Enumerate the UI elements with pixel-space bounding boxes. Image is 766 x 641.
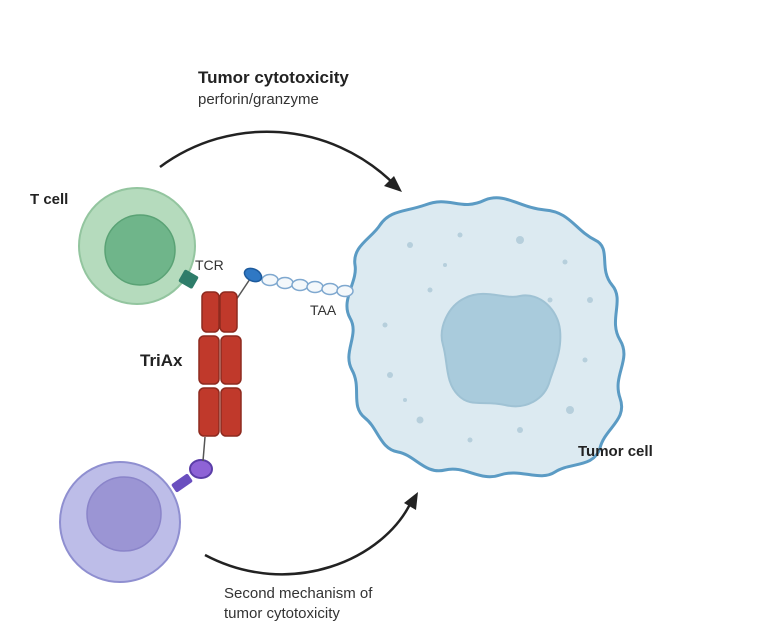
label-t-cell: T cell [30, 191, 69, 208]
label-triax: TriAx [140, 351, 183, 370]
bottom-arrow [204, 499, 414, 576]
second-cell-nucleus [86, 476, 162, 552]
top-arrow-head [384, 176, 402, 192]
label-taa: TAA [310, 302, 337, 318]
triax-antibody [198, 291, 242, 437]
tcr-receptor [178, 269, 199, 289]
taa-chain [261, 273, 354, 298]
tumor-nucleus [440, 293, 562, 408]
antibody-link-bottom [202, 436, 206, 462]
label-tcr: TCR [195, 257, 224, 273]
label-second-mechanism-line2: tumor cytotoxicity [224, 605, 340, 622]
fc-receptor [171, 473, 193, 493]
top-arrow [159, 130, 396, 186]
t-cell-nucleus [104, 214, 176, 286]
fc-receptor-head [189, 459, 213, 479]
title-tumor-cytotoxicity: Tumor cytotoxicity [198, 68, 349, 87]
bottom-arrow-head [404, 492, 418, 510]
subtitle-perforin-granzyme: perforin/granzyme [198, 91, 319, 108]
taa-binding-tip [243, 267, 263, 283]
tumor-speckles [382, 232, 593, 443]
label-tumor-cell: Tumor cell [578, 443, 653, 460]
label-second-mechanism-line1: Second mechanism of [224, 585, 373, 602]
